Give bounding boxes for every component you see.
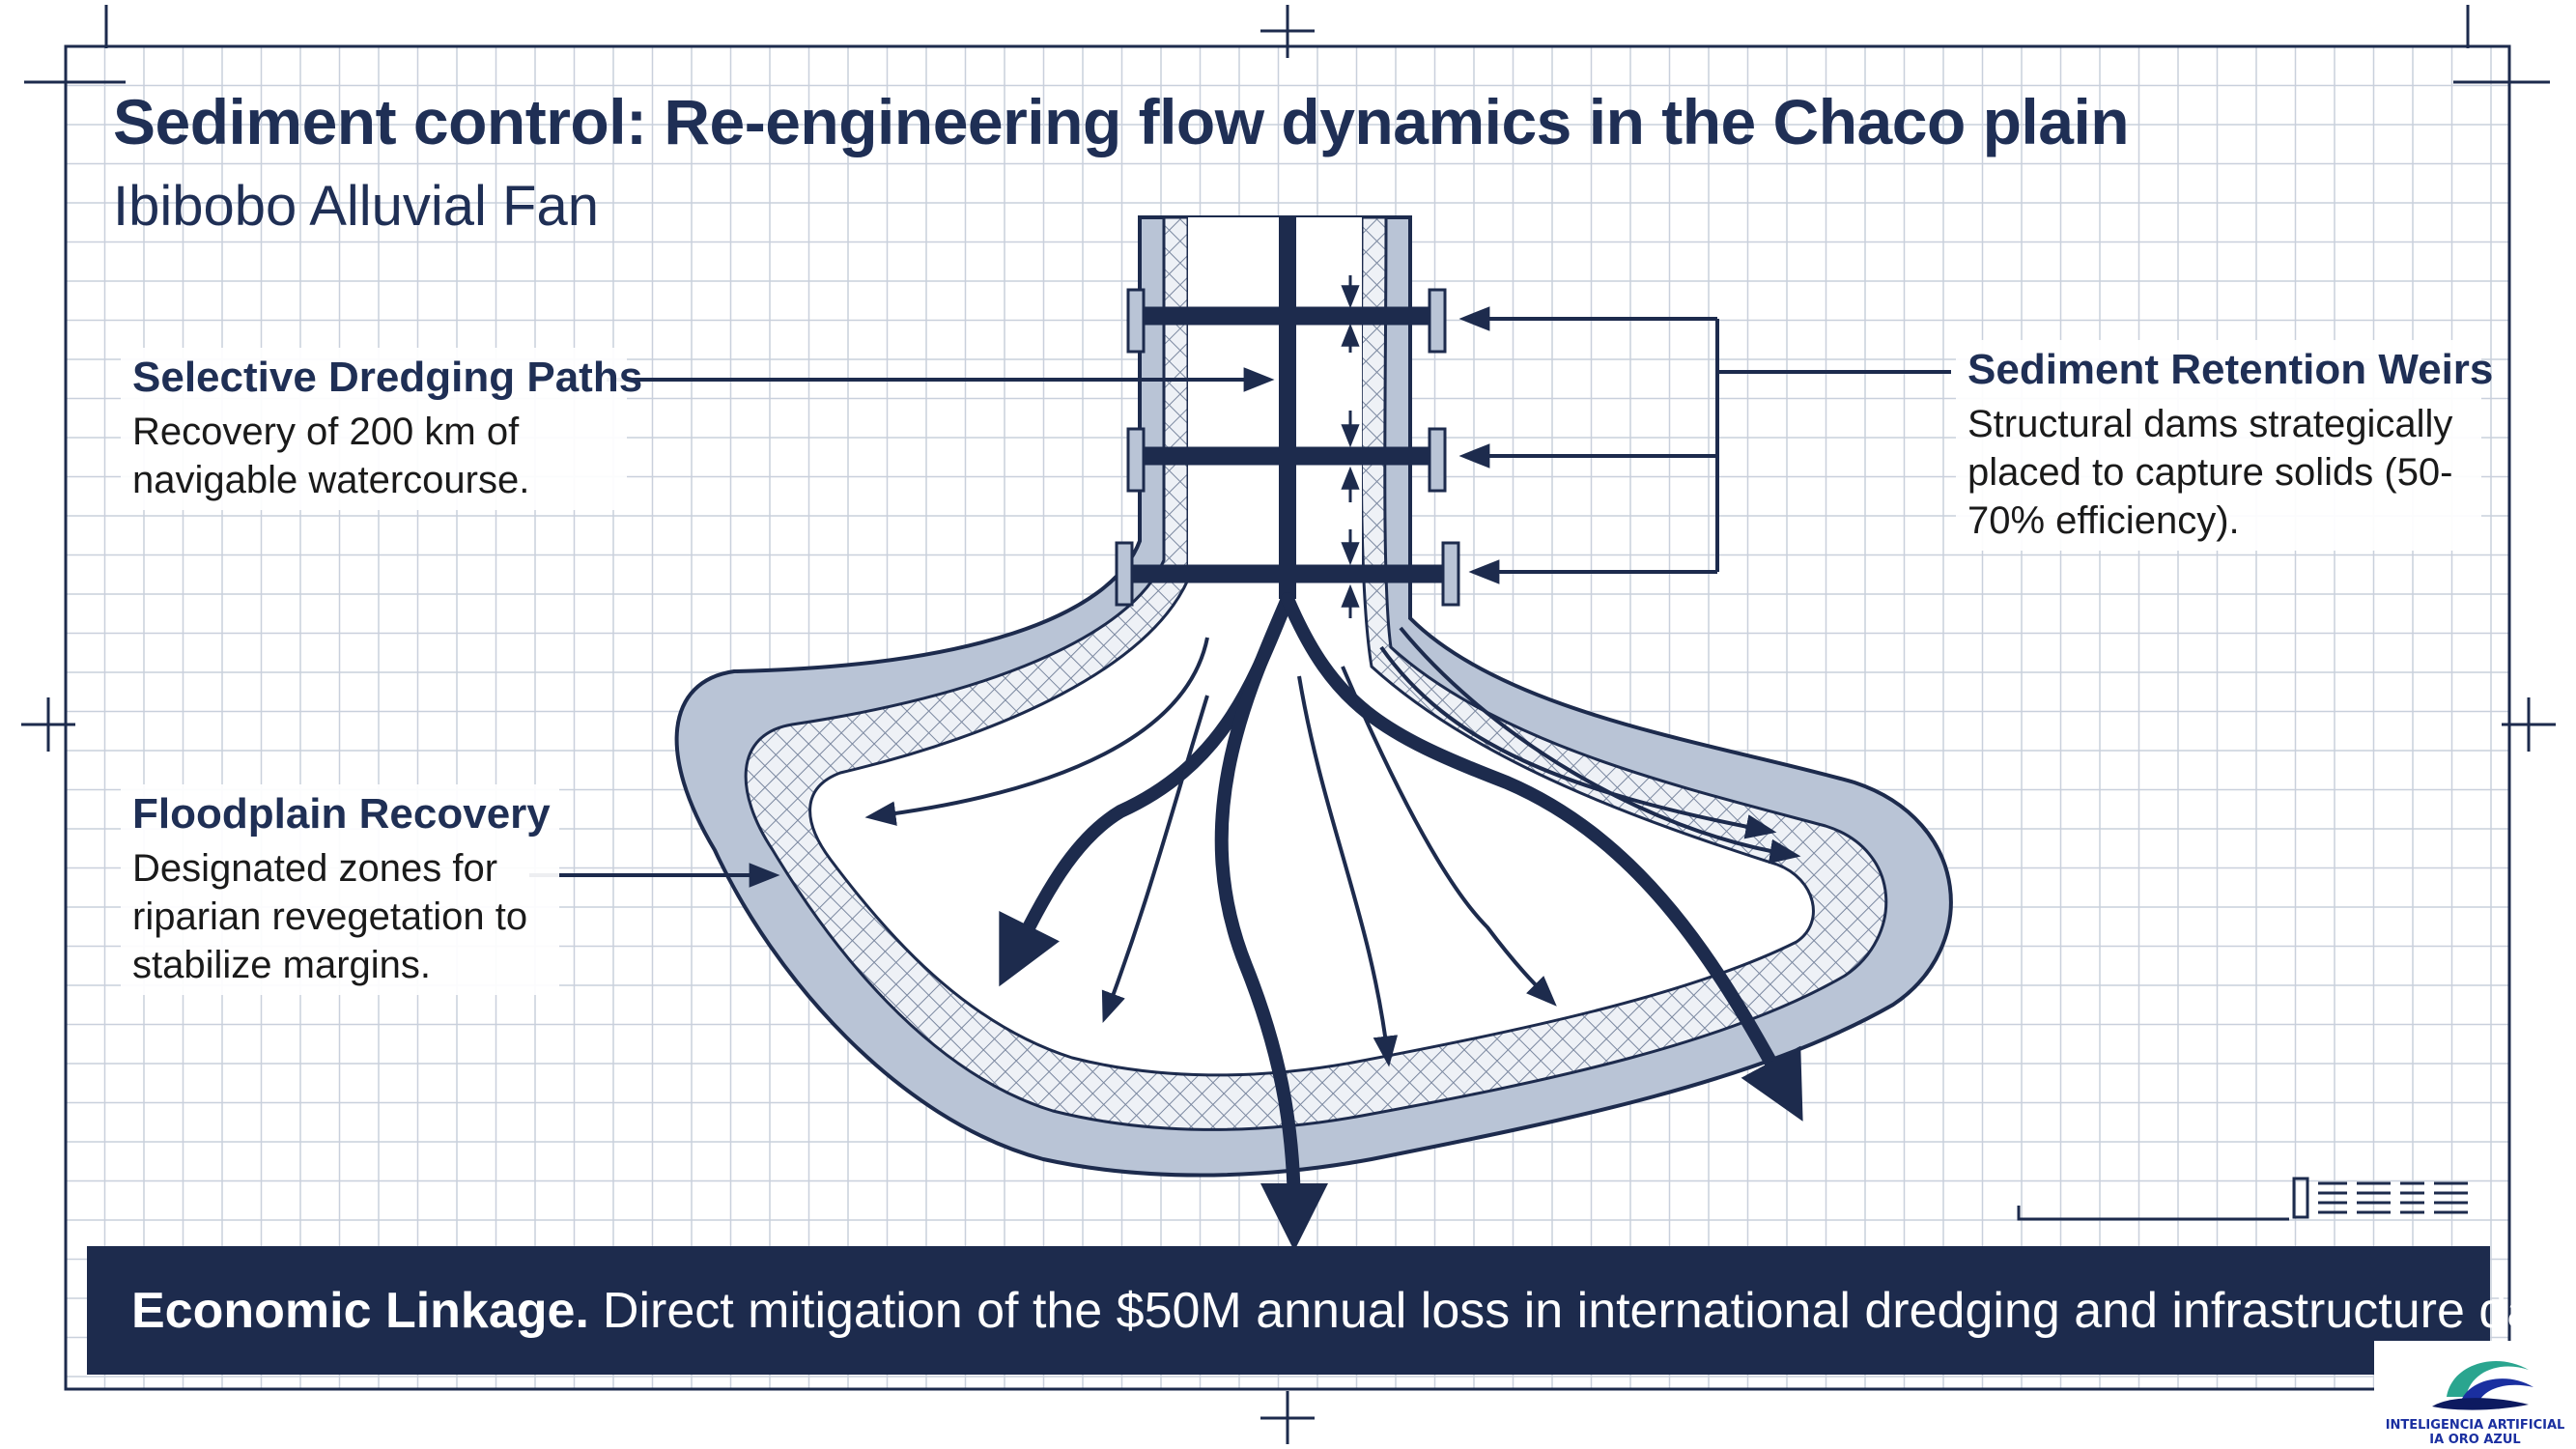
banner-lead: Economic Linkage. [131,1282,589,1339]
callout-retention-weirs: Sediment Retention Weirs Structural dams… [1956,340,2494,551]
retention-weirs [1115,288,1460,607]
upper-channel [1188,217,1362,604]
logo-swirl-icon [2432,1360,2534,1410]
callout-floodplain-title: Floodplain Recovery [132,790,551,838]
callout-dredging-title: Selective Dredging Paths [132,354,643,401]
channel-center [1214,592,1328,1251]
main-distributaries [999,592,1803,1251]
page-title: Sediment control: Re-engineering flow dy… [113,86,2130,157]
callout-dredging-paths: Selective Dredging Paths Recovery of 200… [121,348,643,510]
callout-dredging-text: Recovery of 200 km of navigable watercou… [132,411,530,501]
callout-floodplain-recovery: Floodplain Recovery Designated zones for… [121,784,559,995]
callout-weirs-title: Sediment Retention Weirs [1967,346,2494,393]
banner-text: Direct mitigation of the $50M annual los… [602,1282,2576,1339]
logo-line-1: INTELIGENCIA ARTIFICIAL [2385,1418,2565,1433]
scale-bar [2017,1177,2468,1221]
callout-weirs-text: Structural dams strategically placed to … [1967,403,2453,542]
economic-linkage-banner: Economic Linkage. Direct mitigation of t… [87,1246,2576,1375]
weirs-leader-trunk [1715,319,1951,572]
ia-oro-azul-logo: INTELIGENCIA ARTIFICIAL IA ORO AZUL [2374,1341,2576,1449]
minor-flow-lines [864,626,1801,1067]
callout-leaders [529,306,1951,888]
channel-right [1281,592,1803,1122]
page-frame [64,44,2511,1391]
logo-line-2: IA ORO AZUL [2429,1433,2521,1447]
page-subtitle: Ibibobo Alluvial Fan [113,175,599,238]
callout-floodplain-text: Designated zones for riparian revegetati… [132,847,528,986]
